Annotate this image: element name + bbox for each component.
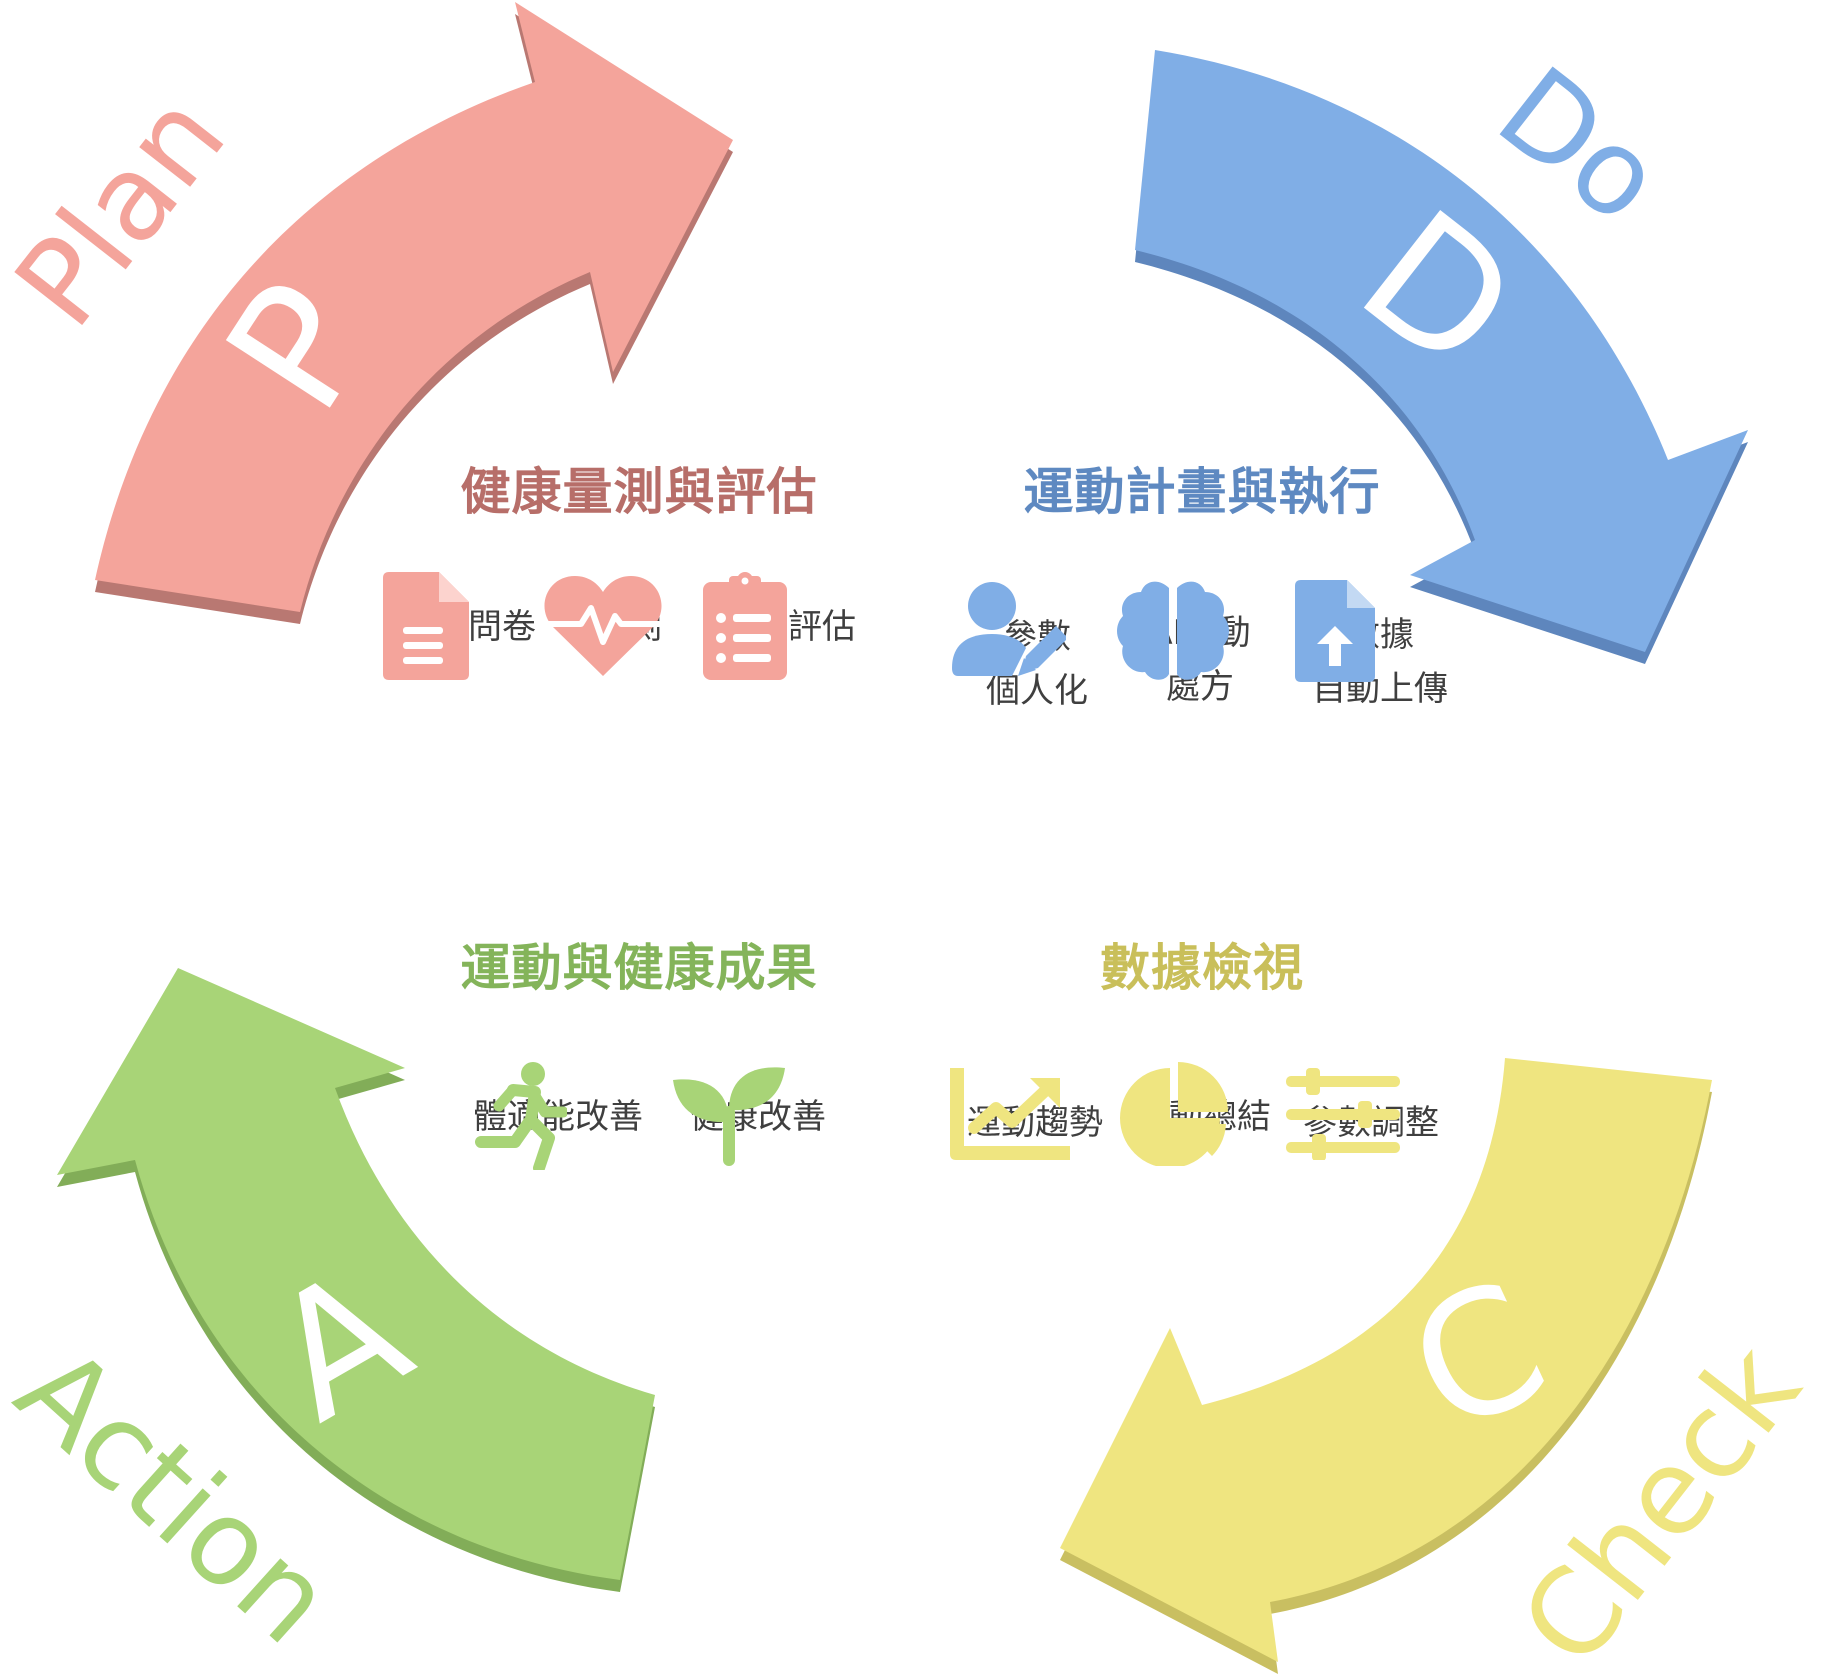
brain-icon <box>1117 581 1229 680</box>
user-edit-icon <box>952 582 1066 676</box>
plan-section-title: 健康量測與評估 <box>460 463 818 521</box>
check-item-summary[interactable]: 運動總結 <box>1118 1062 1288 1166</box>
plan-item-assessment[interactable]: 運動評估 <box>703 572 873 680</box>
sliders-icon <box>1286 1068 1400 1160</box>
heart-pulse-icon <box>544 576 662 676</box>
pie-chart-icon <box>1120 1062 1228 1166</box>
document-icon <box>383 572 469 680</box>
do-item-personalize[interactable]: 參數 個人化 <box>952 582 1122 718</box>
clipboard-list-icon <box>703 572 787 680</box>
plan-item-questionnaire[interactable]: 運動問卷 <box>383 572 553 680</box>
sprout-icon <box>673 1067 785 1166</box>
do-item-ai-prescription[interactable]: AI運動 處方 <box>1115 578 1285 714</box>
check-arrow: C <box>1060 1058 1712 1674</box>
trend-chart-icon <box>950 1068 1070 1160</box>
file-upload-icon <box>1295 580 1375 682</box>
do-item-auto-upload[interactable]: 數據 自動上傳 <box>1295 580 1465 716</box>
action-section-title: 運動與健康成果 <box>460 939 818 997</box>
check-item-parameter-adjust[interactable]: 參數調整 <box>1286 1068 1456 1160</box>
plan-arrow: P <box>95 2 733 624</box>
check-section-title: 數據檢視 <box>1100 939 1304 997</box>
check-item-trend[interactable]: 運動趨勢 <box>950 1068 1120 1160</box>
do-section-title: 運動計畫與執行 <box>1023 463 1381 521</box>
action-item-health[interactable]: 健康改善 <box>673 1062 843 1166</box>
running-icon <box>475 1062 567 1170</box>
action-item-fitness[interactable]: 體適能改善 <box>473 1062 643 1170</box>
plan-item-measurement[interactable]: 量測 <box>543 572 713 676</box>
